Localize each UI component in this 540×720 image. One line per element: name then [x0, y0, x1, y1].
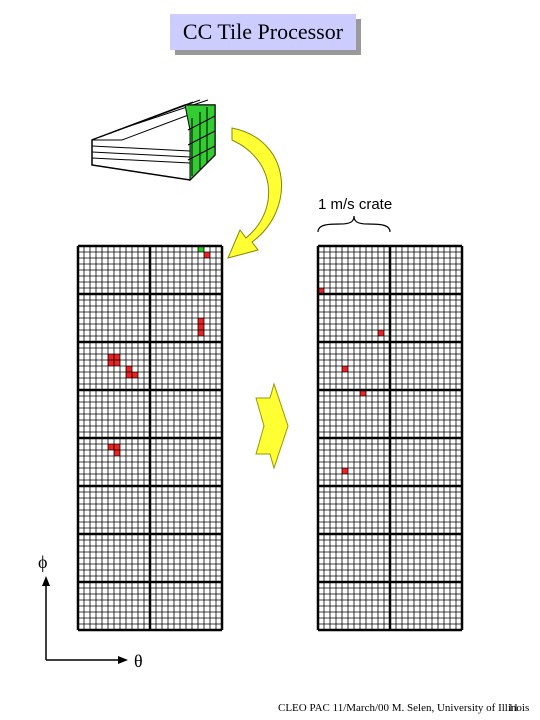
transform-arrow-icon [255, 382, 289, 470]
page-number: 11 [508, 702, 519, 714]
calorimeter-block-icon [91, 99, 216, 182]
hit-cell [114, 360, 120, 366]
title-box: CC Tile Processor [170, 14, 356, 50]
hit-cell [378, 330, 384, 336]
hit-cell [342, 366, 348, 372]
highlight-cell [198, 246, 204, 252]
hit-cell [132, 372, 138, 378]
hit-cell [114, 450, 120, 456]
hit-cell [108, 354, 114, 360]
curved-arrow-icon [227, 127, 282, 259]
theta-axis-label: θ [134, 651, 143, 671]
hit-cell [318, 288, 324, 294]
hit-cell [108, 444, 114, 450]
right-crate-grid [316, 244, 464, 632]
crate-brace [317, 215, 391, 233]
hit-cell [360, 390, 366, 396]
hit-cell [198, 324, 204, 330]
hit-cell [126, 366, 132, 372]
hit-cell [108, 360, 114, 366]
hit-cell [126, 372, 132, 378]
footer-credit: CLEO PAC 11/March/00 M. Selen, Universit… [278, 702, 530, 714]
hit-cell [204, 252, 210, 258]
left-tile-grid [76, 244, 224, 632]
hit-cell [198, 318, 204, 324]
crate-label: 1 m/s crate [318, 196, 393, 213]
hit-cell [114, 444, 120, 450]
page-title: CC Tile Processor [182, 19, 344, 44]
hit-cell [114, 354, 120, 360]
hit-cell [198, 330, 204, 336]
axes-icon [42, 576, 128, 664]
hit-cell [342, 468, 348, 474]
phi-axis-label: ϕ [38, 552, 48, 572]
